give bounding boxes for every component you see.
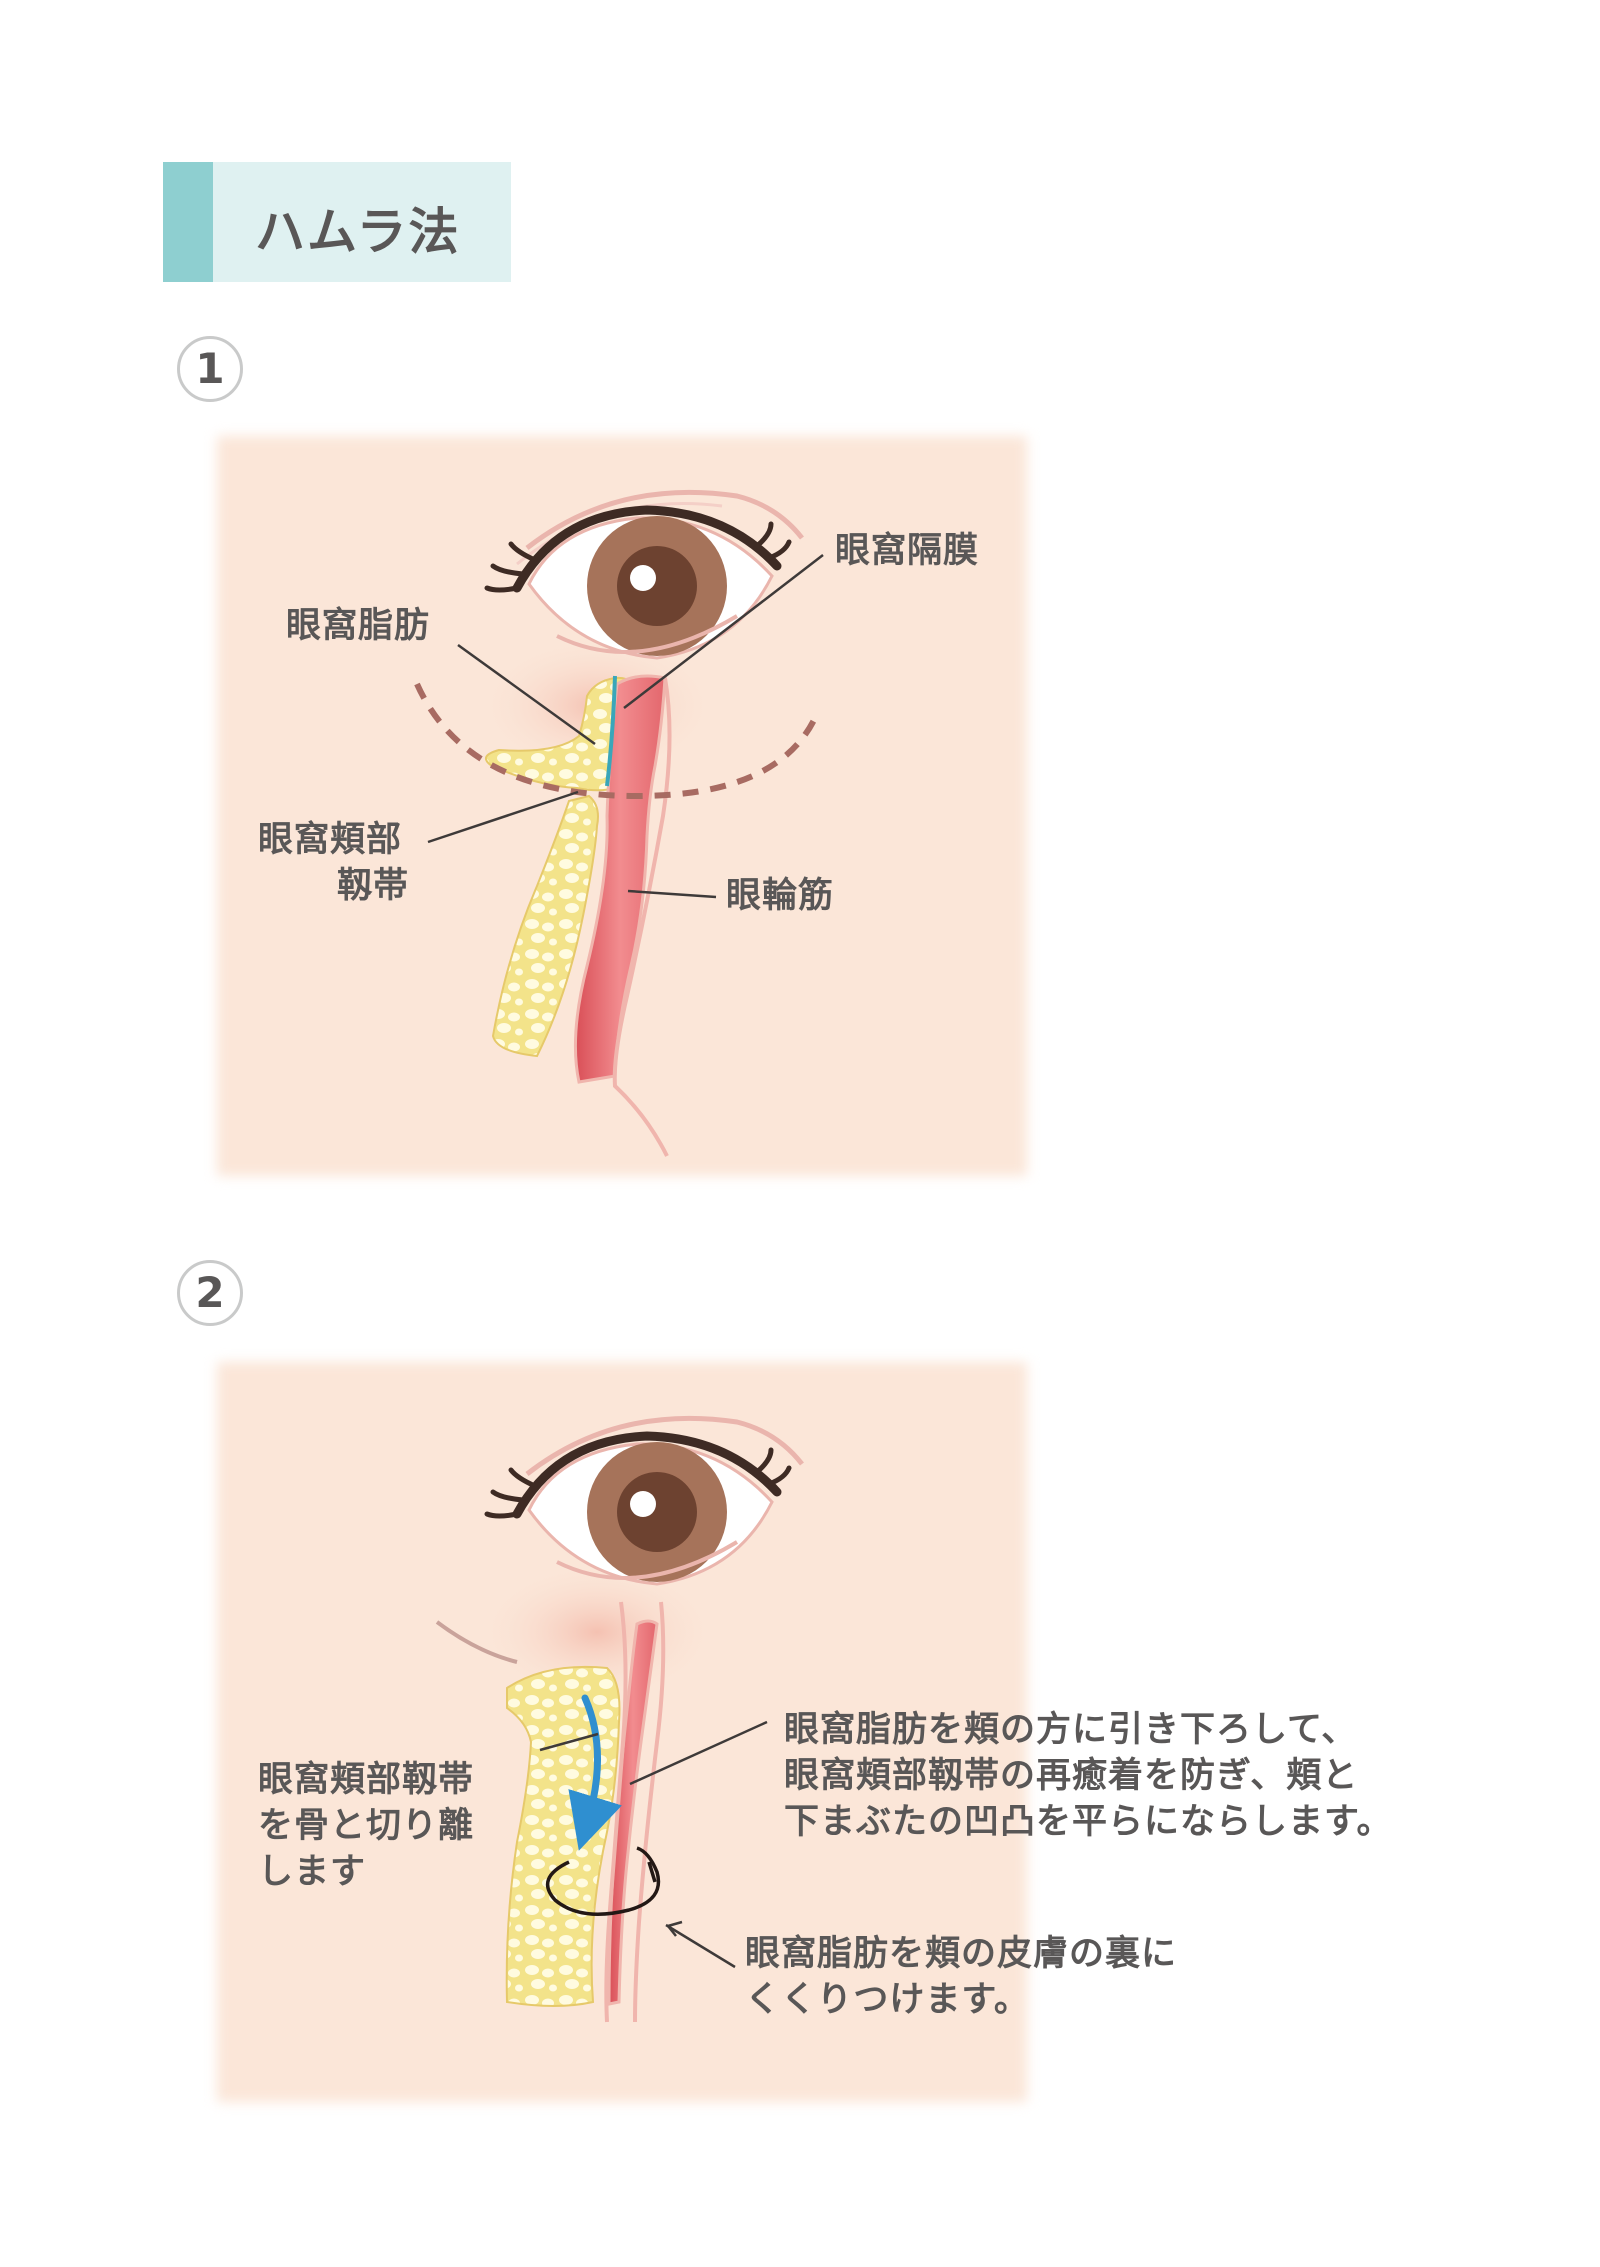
label-orbitomalar-ligament-1: 眼窩頬部 (258, 820, 403, 860)
label-move-fat-3: 下まぶたの凹凸を平らにならします。 (784, 1802, 1393, 1842)
label-orbicularis-muscle: 眼輪筋 (726, 876, 835, 916)
label-suture-fat-1: 眼窩脂肪を頬の皮膚の裏に (745, 1934, 1178, 1974)
eye-cross-section-after (435, 1415, 804, 2023)
page-title: ハムラ法 (255, 203, 461, 261)
label-move-fat-2: 眼窩頬部靱帯の再癒着を防ぎ、頬と (784, 1756, 1359, 1796)
step-2-number: 2 (177, 1260, 243, 1326)
label-orbitomalar-ligament-2: 靱帯 (337, 866, 410, 906)
label-orbital-fat: 眼窩脂肪 (286, 606, 431, 646)
label-cut-ligament-2: を骨と切り離 (258, 1806, 475, 1846)
label-cut-ligament-3: します (258, 1852, 367, 1892)
step-1-number: 1 (177, 336, 243, 402)
label-orbital-septum: 眼窩隔膜 (835, 531, 980, 571)
label-suture-fat-2: くくりつけます。 (745, 1980, 1030, 2020)
label-cut-ligament-1: 眼窩頬部靱帯 (258, 1760, 475, 1800)
title-accent-block (163, 162, 213, 282)
step-2-illustration (217, 1362, 1027, 2102)
section-title-bar: ハムラ法 (163, 162, 511, 282)
label-move-fat-1: 眼窩脂肪を頬の方に引き下ろして、 (784, 1710, 1358, 1750)
